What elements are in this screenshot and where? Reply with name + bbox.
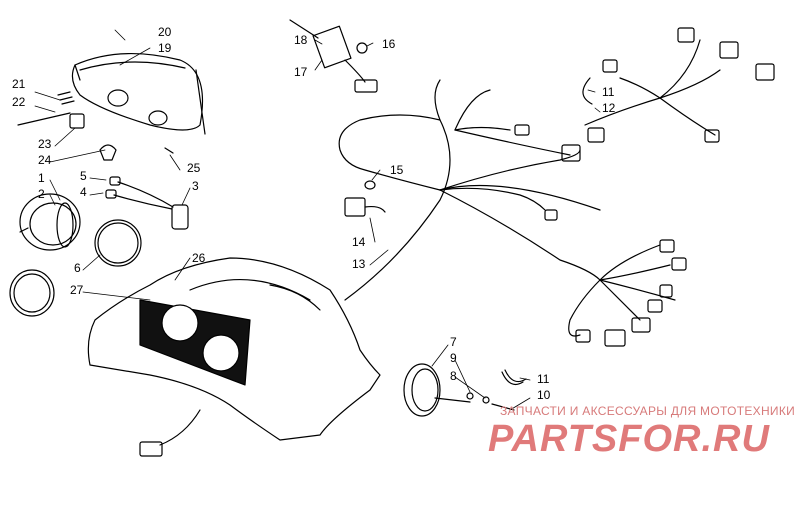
callout-26: 26	[192, 251, 206, 265]
taillight-clip	[501, 369, 527, 385]
adjuster-screw	[17, 91, 75, 126]
upper-harness	[584, 27, 775, 143]
voltage-regulator	[289, 19, 378, 93]
hood-panel	[87, 257, 381, 441]
callout-11-bottom: 11	[537, 372, 550, 386]
callout-20: 20	[158, 25, 172, 39]
relay-connector	[344, 180, 386, 217]
taillight-ring	[403, 363, 471, 417]
callout-25: 25	[187, 161, 201, 175]
callout-22: 22	[12, 95, 26, 109]
callout-8: 8	[450, 369, 457, 383]
callout-labels: 20 19 21 22 23 24 25 1 2 5 4 3 6 27 26 1…	[12, 25, 616, 402]
hood-harness	[139, 409, 201, 457]
callout-16: 16	[382, 37, 396, 51]
speedometer-gauge	[19, 193, 81, 251]
callout-9: 9	[450, 351, 457, 365]
callout-2: 2	[38, 187, 45, 201]
callout-19: 19	[158, 41, 172, 55]
callout-1: 1	[38, 171, 45, 185]
gauge-ring	[94, 219, 142, 267]
pin	[164, 147, 174, 154]
main-wire-harness	[338, 79, 676, 337]
bulb-socket	[69, 113, 117, 161]
callout-24: 24	[38, 153, 52, 167]
callout-15: 15	[390, 163, 404, 177]
gauge-bulbs	[105, 176, 189, 230]
callout-5: 5	[80, 169, 87, 183]
bezel-ring	[9, 269, 55, 317]
callout-4: 4	[80, 185, 87, 199]
leader-lines	[34, 29, 601, 411]
headlight-assembly	[71, 52, 206, 135]
callout-10: 10	[537, 388, 551, 402]
callout-11-top: 11	[602, 85, 615, 99]
callout-6: 6	[74, 261, 81, 275]
small-fasteners	[466, 392, 515, 411]
callout-3: 3	[192, 179, 199, 193]
callout-27: 27	[70, 283, 84, 297]
callout-21: 21	[12, 77, 26, 91]
rear-connectors	[575, 239, 687, 347]
callout-23: 23	[38, 137, 52, 151]
callout-12: 12	[602, 101, 616, 115]
callout-14: 14	[352, 235, 366, 249]
callout-7: 7	[450, 335, 457, 349]
harness-clip-upper	[582, 77, 593, 105]
callout-17: 17	[294, 65, 308, 79]
watermark-brand: PARTSFOR.RU	[488, 418, 770, 460]
callout-13: 13	[352, 257, 366, 271]
watermark-subtitle: ЗАПЧАСТИ И АКСЕССУАРЫ ДЛЯ МОТОТЕХНИКИ	[500, 404, 796, 418]
callout-18: 18	[294, 33, 308, 47]
